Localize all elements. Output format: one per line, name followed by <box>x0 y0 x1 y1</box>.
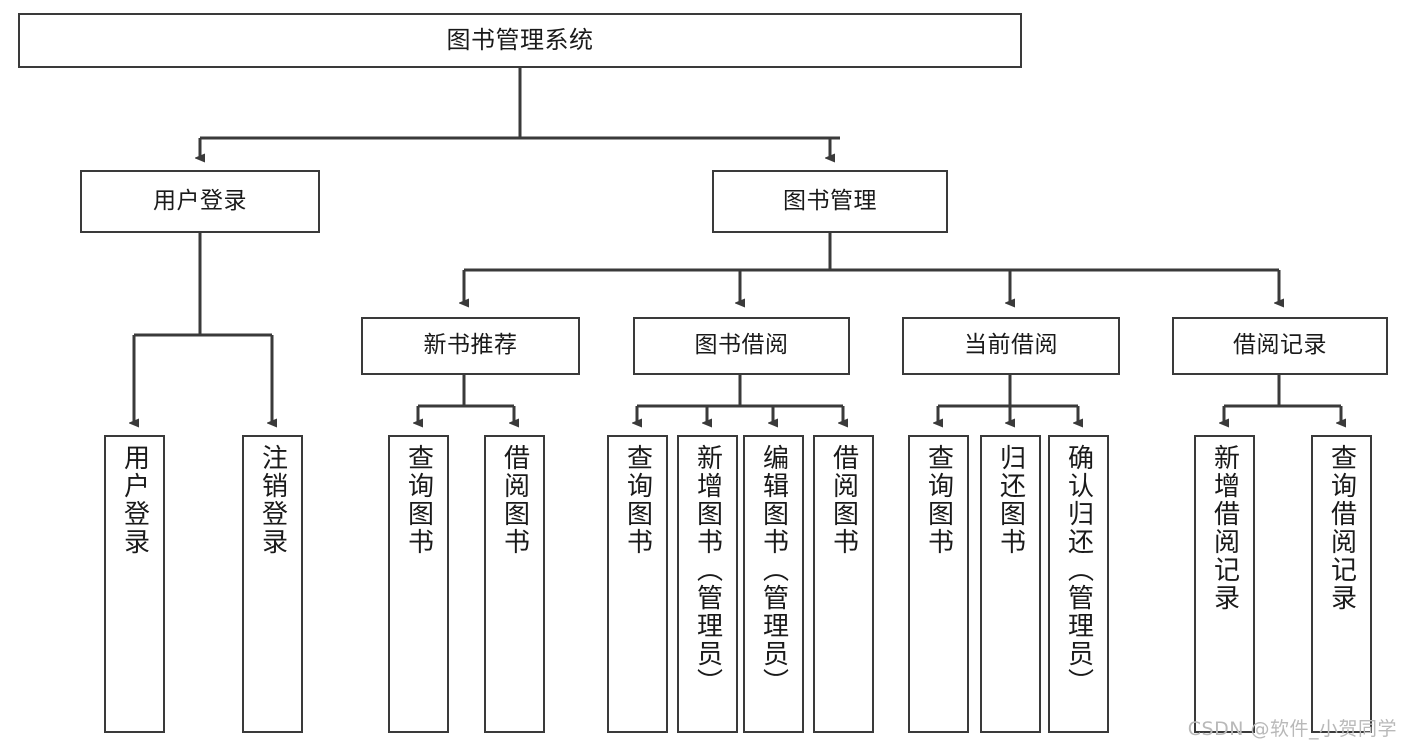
leaf-current-borrow-confirm-return-admin[interactable]: 确认归还（管理员） <box>1048 435 1109 733</box>
node-label: 查询图书 <box>622 444 653 556</box>
node-label: 借阅图书 <box>828 444 859 556</box>
node-label: 借阅图书 <box>499 444 530 556</box>
node-user-login[interactable]: 用户登录 <box>80 170 320 233</box>
watermark: CSDN @软件_小贺同学 <box>1187 718 1397 740</box>
node-label: 新增图书（管理员） <box>692 444 723 696</box>
leaf-book-borrow-edit-book-admin[interactable]: 编辑图书（管理员） <box>743 435 804 733</box>
leaf-book-borrow-query-books[interactable]: 查询图书 <box>607 435 668 733</box>
node-label: 查询图书 <box>403 444 434 556</box>
node-current-borrowing[interactable]: 当前借阅 <box>902 317 1120 375</box>
node-label: 图书借阅 <box>694 332 789 359</box>
node-book-borrowing[interactable]: 图书借阅 <box>633 317 850 375</box>
node-borrowing-record[interactable]: 借阅记录 <box>1172 317 1388 375</box>
node-book-management[interactable]: 图书管理 <box>712 170 948 233</box>
node-label: 编辑图书（管理员） <box>758 444 789 696</box>
leaf-current-borrow-return-books[interactable]: 归还图书 <box>980 435 1041 733</box>
leaf-user-login-login[interactable]: 用户登录 <box>104 435 165 733</box>
node-label: 新增借阅记录 <box>1209 444 1240 612</box>
node-label: 注销登录 <box>257 444 288 556</box>
leaf-new-book-query-books[interactable]: 查询图书 <box>388 435 449 733</box>
node-label: 用户登录 <box>153 187 247 214</box>
node-label: 当前借阅 <box>964 332 1058 359</box>
node-label: 图书管理 <box>783 187 877 214</box>
node-label: 归还图书 <box>995 444 1026 556</box>
node-root-book-management-system[interactable]: 图书管理系统 <box>18 13 1022 68</box>
leaf-book-borrow-add-book-admin[interactable]: 新增图书（管理员） <box>677 435 738 733</box>
leaf-book-borrow-borrow-books[interactable]: 借阅图书 <box>813 435 874 733</box>
node-label: 借阅记录 <box>1233 332 1327 359</box>
node-label: 图书管理系统 <box>446 26 594 55</box>
leaf-new-book-borrow-books[interactable]: 借阅图书 <box>484 435 545 733</box>
node-new-book-recommendation[interactable]: 新书推荐 <box>361 317 580 375</box>
leaf-borrow-record-query-record[interactable]: 查询借阅记录 <box>1311 435 1372 733</box>
leaf-user-login-logout[interactable]: 注销登录 <box>242 435 303 733</box>
leaf-current-borrow-query-books[interactable]: 查询图书 <box>908 435 969 733</box>
node-label: 确认归还（管理员） <box>1063 444 1094 696</box>
node-label: 查询借阅记录 <box>1326 444 1357 612</box>
leaf-borrow-record-add-record[interactable]: 新增借阅记录 <box>1194 435 1255 733</box>
node-label: 新书推荐 <box>423 332 518 359</box>
node-label: 用户登录 <box>119 444 150 556</box>
node-label: 查询图书 <box>923 444 954 556</box>
